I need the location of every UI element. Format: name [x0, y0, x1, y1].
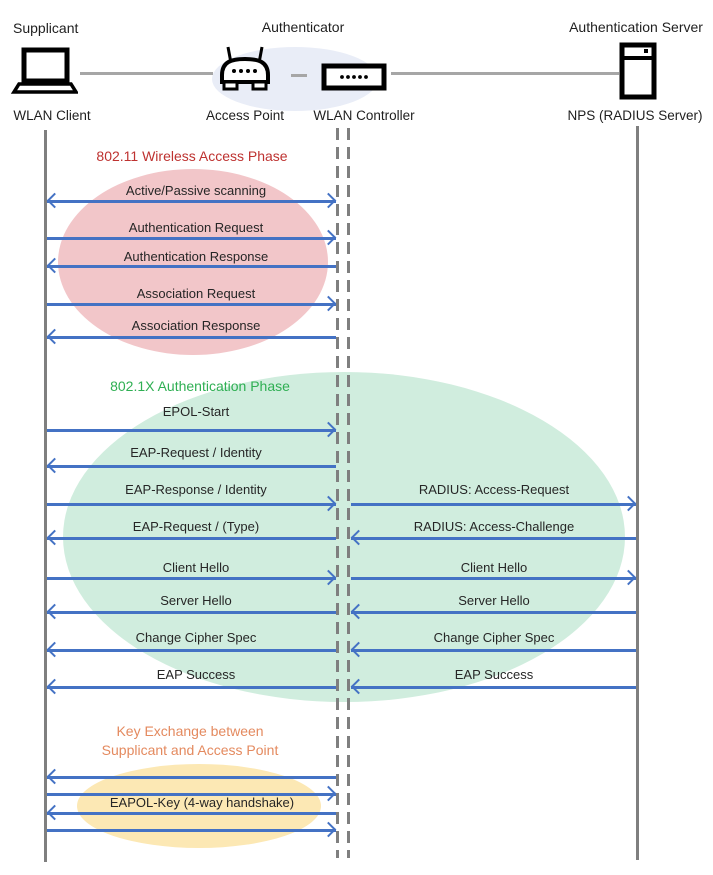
device-label-access-point: Access Point [205, 108, 285, 123]
message-arrow-line [351, 686, 636, 689]
message-arrow-line [351, 537, 636, 540]
arrowhead-left [46, 328, 63, 345]
arrowhead-right [320, 785, 337, 802]
connector-client-ap [80, 72, 213, 75]
arrowhead-left [46, 257, 63, 274]
arrowhead-left [46, 192, 63, 209]
message-label: Client Hello [162, 560, 230, 575]
message-label: EPOL-Start [162, 404, 230, 419]
message-label: Association Request [136, 286, 256, 301]
message-arrow-line [351, 577, 636, 580]
arrowhead-right [620, 569, 637, 586]
message-arrow-line [47, 336, 336, 339]
arrowhead-left [46, 529, 63, 546]
arrowhead-right [320, 229, 337, 246]
arrowhead-right [320, 495, 337, 512]
role-label-supplicant: Supplicant [13, 20, 79, 36]
message-label: EAP Success [156, 667, 236, 682]
message-label: RADIUS: Access-Request [418, 482, 570, 497]
message-arrow-line [351, 503, 636, 506]
arrowhead-right [320, 421, 337, 438]
message-arrow-line [47, 303, 336, 306]
lifeline-wlan-client [44, 130, 47, 862]
message-label: Authentication Request [128, 220, 264, 235]
arrowhead-left [350, 678, 367, 695]
arrowhead-left [46, 678, 63, 695]
arrowhead-left [350, 529, 367, 546]
message-label: EAP Success [454, 667, 534, 682]
arrowhead-left [350, 641, 367, 658]
role-label-authentication-server: Authentication Server [569, 19, 703, 35]
device-label-wlan-controller: WLAN Controller [313, 108, 415, 123]
role-label-authenticator: Authenticator [261, 19, 345, 35]
phase-title: 802.11 Wireless Access Phase [96, 148, 288, 164]
message-arrow-line [47, 686, 336, 689]
message-label: Association Response [131, 318, 261, 333]
message-label: Server Hello [160, 593, 232, 608]
arrowhead-left [46, 603, 63, 620]
message-label: Server Hello [458, 593, 530, 608]
device-label-wlan-client: WLAN Client [13, 108, 91, 123]
message-label: Active/Passive scanning [125, 183, 267, 198]
arrowhead-right [320, 192, 337, 209]
message-arrow-line [351, 649, 636, 652]
arrowhead-right [320, 821, 337, 838]
wireless-router-icon [220, 46, 270, 91]
message-arrow-line [47, 611, 336, 614]
message-arrow-line [47, 200, 336, 203]
connector-controller-server [391, 72, 619, 75]
message-arrow-line [47, 537, 336, 540]
message-arrow-line [47, 465, 336, 468]
arrowhead-right [320, 295, 337, 312]
phase-title: 802.1X Authentication Phase [110, 378, 290, 394]
message-label: EAPOL-Key (4-way handshake) [109, 795, 295, 810]
message-arrow-line [47, 812, 336, 815]
lifeline-controller-left [336, 128, 339, 858]
arrowhead-left [46, 768, 63, 785]
lifeline-radius-server [636, 126, 639, 860]
message-label: RADIUS: Access-Challenge [413, 519, 575, 534]
message-arrow-line [47, 793, 336, 796]
message-arrow-line [47, 776, 336, 779]
message-arrow-line [47, 265, 336, 268]
message-label: Client Hello [460, 560, 528, 575]
arrowhead-left [350, 603, 367, 620]
message-arrow-line [47, 829, 336, 832]
server-icon [619, 42, 657, 100]
message-arrow-line [47, 503, 336, 506]
connector-ap-controller [291, 74, 307, 77]
device-label-nps-radius-server: NPS (RADIUS Server) [567, 108, 703, 123]
laptop-icon [10, 47, 78, 94]
message-label: Change Cipher Spec [433, 630, 555, 645]
message-label: EAP-Request / Identity [130, 445, 262, 460]
message-arrow-line [47, 649, 336, 652]
arrowhead-left [46, 457, 63, 474]
message-arrow-line [47, 577, 336, 580]
message-label: Change Cipher Spec [135, 630, 257, 645]
message-label: EAP-Request / (Type) [132, 519, 260, 534]
message-arrow-line [47, 237, 336, 240]
message-arrow-line [47, 429, 336, 432]
lifeline-controller-right [347, 128, 350, 858]
message-arrow-line [351, 611, 636, 614]
message-label: EAP-Response / Identity [125, 482, 267, 497]
arrowhead-left [46, 641, 63, 658]
switch-icon [321, 63, 387, 91]
arrowhead-left [46, 804, 63, 821]
arrowhead-right [320, 569, 337, 586]
message-label: Authentication Response [123, 249, 269, 264]
arrowhead-right [620, 495, 637, 512]
